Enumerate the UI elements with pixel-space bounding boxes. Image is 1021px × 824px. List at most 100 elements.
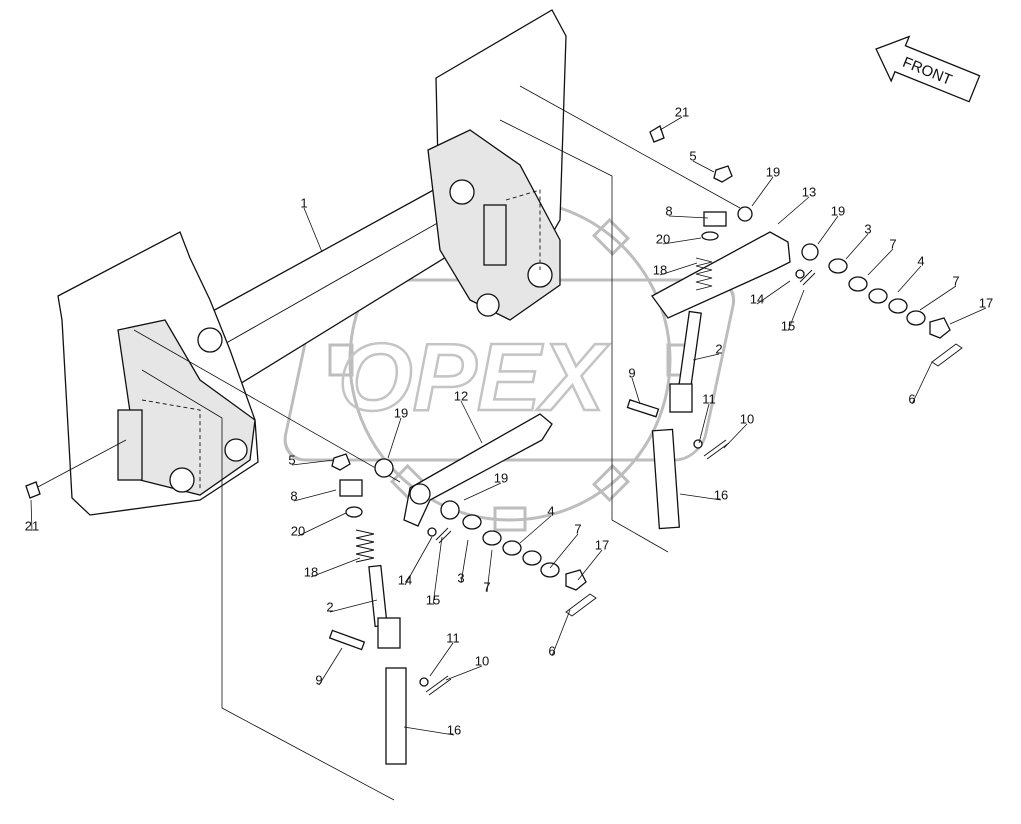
pin-19-right [737,206,753,222]
callout-c7b: 7 [952,273,959,288]
callout-c11a: 11 [702,391,716,406]
leader-line-c2b [329,599,378,613]
callout-c19c: 19 [394,405,408,420]
leader-line-c7c [549,533,579,569]
leader-line-c20a [662,237,702,245]
leader-line-c10a [723,423,748,449]
leader-line-c9b [318,647,343,686]
pin-13-left [409,483,431,505]
leader-line-c20b [297,512,347,537]
lock-handle-left [403,413,553,527]
frame-pivot-right-3 [476,293,500,317]
screw-15-left [435,527,452,544]
attachment-frame [57,9,567,516]
left-linkage [25,413,597,765]
leader-line-c12 [460,400,483,444]
callout-c2a: 2 [715,341,722,356]
pin-10-left [425,675,452,696]
nut-17-left [565,569,587,591]
leader-line-c15a [787,289,805,332]
washer-7-left-b [540,562,560,578]
rod-2-left [368,564,388,628]
leader-line-c1 [303,207,323,253]
leader-line-c18a [659,262,698,276]
clevis-right [669,383,693,413]
lock-pin-16-right [651,428,681,530]
pin-10-right [703,439,730,460]
callout-c13: 13 [802,184,816,199]
washer-4-right-a [868,288,888,304]
nut-5-left [331,453,351,471]
leader-line-c10b [445,665,483,681]
callout-c21a: 21 [675,104,689,119]
screw-15-right [799,269,816,286]
callout-c8a: 8 [665,203,672,218]
callout-c7d: 7 [483,579,490,594]
callout-c16a: 16 [714,487,728,502]
washer-20-right [701,231,719,241]
leader-line-c4b [519,515,552,544]
washer-7-right [848,276,868,292]
washer-3-left [462,514,482,530]
washer-7-left [482,530,502,546]
callout-c7a: 7 [889,236,896,251]
grease-fitting-21-left [25,481,41,499]
callout-c12: 12 [454,388,468,403]
callout-c3b: 3 [457,570,464,585]
callout-c9b: 9 [315,672,322,687]
lock-pin-16-left [385,667,407,765]
nut-17-right [929,317,951,339]
callout-c17b: 17 [595,537,609,552]
callout-c21b: 21 [25,518,39,533]
washer-4-right-b [888,298,908,314]
callout-c19b: 19 [831,203,845,218]
right-lock-slot [483,204,507,266]
bolt-8-left [339,479,363,497]
hidden-lines [141,189,541,490]
leader-line-c6b [551,609,571,657]
callout-c4a: 4 [917,253,924,268]
leader-line-c6a [911,361,933,405]
leader-line-c11a [698,403,710,444]
frame-pivot-left-3 [169,467,195,493]
washer-11-right [693,439,703,449]
washer-14-left [427,527,437,537]
callout-c5a: 5 [689,148,696,163]
leader-line-c14a [756,280,791,305]
pin-19-right-b [801,243,819,261]
rod-2-right [677,310,702,392]
leader-line-c8b [293,489,337,502]
bolt-8-right [703,211,727,227]
callout-c16b: 16 [447,722,461,737]
callout-c3a: 3 [864,221,871,236]
washer-11-left [419,677,429,687]
callout-c7c: 7 [574,521,581,536]
leader-line-c19a [751,176,774,207]
watermark-text: OPEX [338,324,610,431]
callout-c11b: 11 [446,630,460,645]
callout-c6b: 6 [548,643,555,658]
leader-line-c19b [817,215,839,245]
leader-line-c7a [867,248,894,276]
frame-pivot-left-2 [224,438,248,462]
callout-c19a: 19 [766,164,780,179]
spring-18-left [355,529,375,563]
callout-c1: 1 [300,195,307,210]
grease-fitting-21-right [649,125,665,143]
leader-line-c21a [659,116,683,131]
leader-line-c3b [460,539,469,584]
callout-c10b: 10 [475,653,489,668]
washer-14-right [795,269,805,279]
clevis-left [377,617,401,649]
callout-c18a: 18 [653,262,667,277]
leader-line-c7b [919,285,957,311]
nut-5-right [713,165,733,183]
front-direction-arrow: FRONT [875,35,981,103]
frame-pivot-left-1 [197,327,223,353]
pin-19-left [374,458,394,478]
bolt-9-right [626,399,660,418]
washer-7-right-b [906,310,926,326]
